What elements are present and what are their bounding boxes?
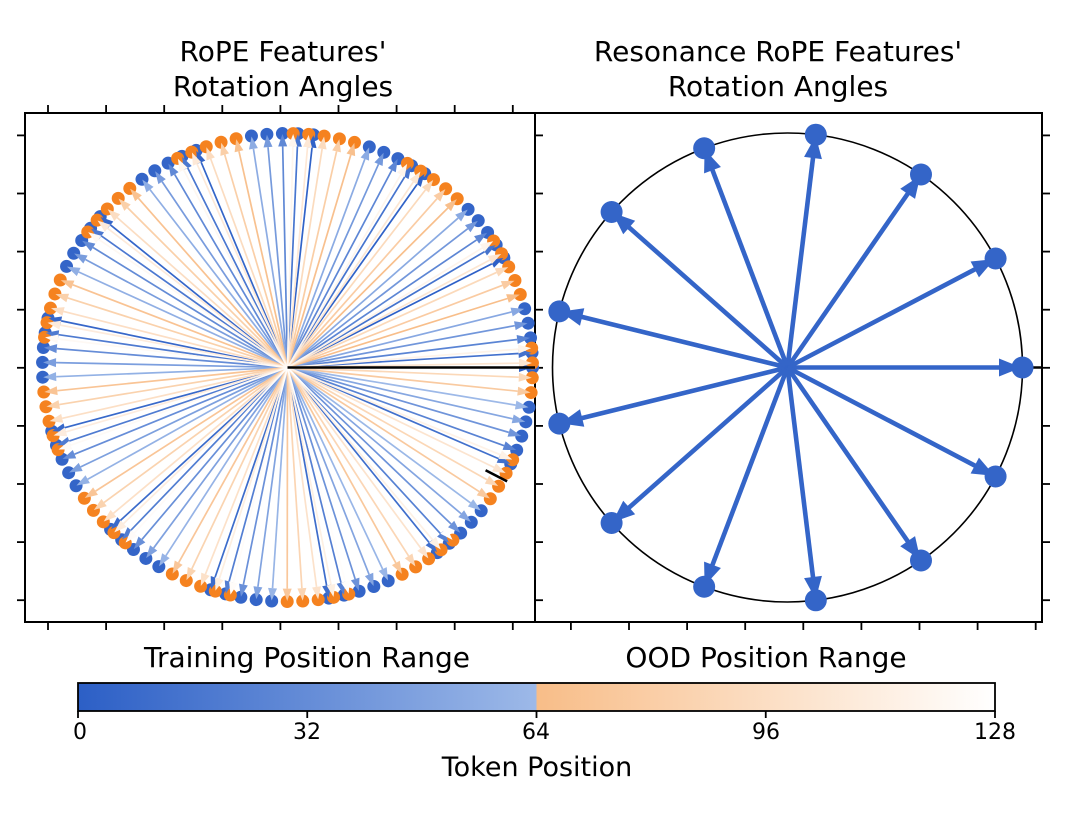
colorbar-tick-label-64: 64 [522, 719, 550, 745]
colorbar-axis-label: Token Position [441, 751, 633, 783]
colorbar-tick-label-0: 0 [73, 719, 87, 745]
colorbar-tick-label-32: 32 [293, 719, 321, 745]
right-plot-group [548, 123, 1042, 612]
left-plot-title-line1: RoPE Features' [179, 35, 387, 69]
ood-range-label: OOD Position Range [625, 641, 907, 675]
training-range-label: Training Position Range [143, 641, 471, 675]
left-plot-title-line2: Rotation Angles [172, 70, 394, 104]
colorbar-tick-label-96: 96 [752, 719, 780, 745]
colorbar-group [77, 682, 996, 718]
right-plot-title-line1: Resonance RoPE Features' [593, 35, 963, 69]
right-plot-title-line2: Rotation Angles [667, 70, 889, 104]
left-plot-group [36, 127, 539, 608]
colorbar-tick-label-128: 128 [974, 719, 1016, 745]
